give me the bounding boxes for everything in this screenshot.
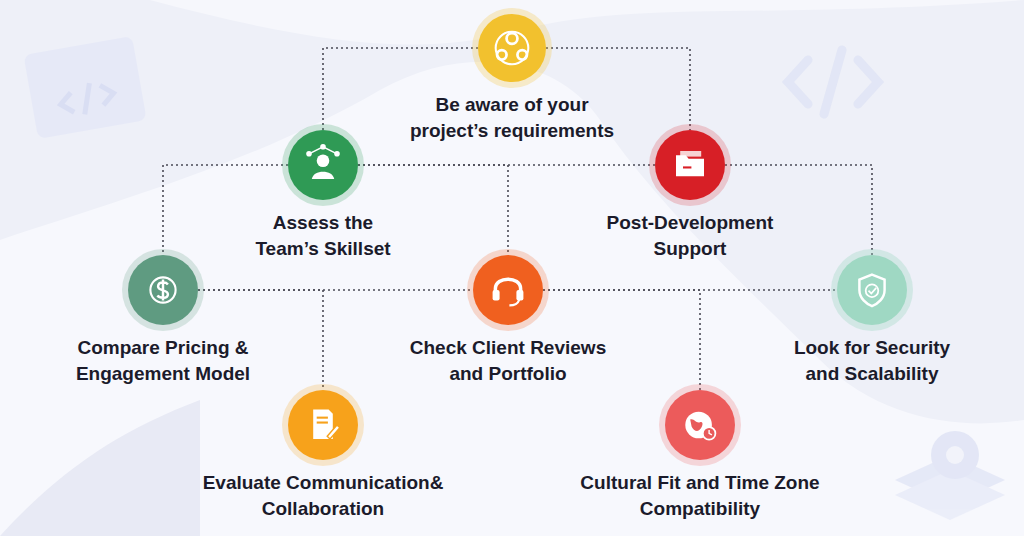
icon-circle-node: Look for Security and Scalability [837, 255, 907, 325]
icon-circle-node: Cultural Fit and Time Zone Compatibility [665, 390, 735, 460]
background-blob [0, 62, 1024, 536]
node-label: Evaluate Communication& Collaboration [181, 470, 466, 521]
node-label: Cultural Fit and Time Zone Compatibility [560, 470, 840, 521]
dotted-connector [546, 48, 690, 130]
node-icon [288, 390, 358, 460]
node-icon [665, 390, 735, 460]
node-label: Check Client Reviews and Portfolio [396, 335, 621, 386]
icon-circle-node: Evaluate Communication& Collaboration [288, 390, 358, 460]
node-icon [473, 255, 543, 325]
icon-circle-node: Post-Development Support [655, 130, 725, 200]
dotted-connector [358, 164, 655, 166]
node-label: Look for Security and Scalability [782, 335, 962, 386]
icon-circle-node: Compare Pricing & Engagement Model [128, 255, 198, 325]
icon-circle-node: Check Client Reviews and Portfolio [473, 255, 543, 325]
code-window-icon [24, 36, 147, 139]
background-blob [0, 400, 200, 536]
node-label: Assess the Team’s Skillset [247, 210, 399, 261]
dotted-connector [725, 165, 872, 255]
node-label: Post-Development Support [590, 210, 790, 261]
node-icon [288, 130, 358, 200]
icon-circle-node: Assess the Team’s Skillset [288, 130, 358, 200]
node-label: Be aware of your project’s requirements [405, 92, 620, 143]
node-label: Compare Pricing & Engagement Model [58, 335, 268, 386]
background-blob [150, 0, 1024, 44]
dotted-connector [323, 48, 478, 130]
code-brackets-icon [788, 50, 878, 114]
node-icon [478, 14, 546, 82]
gear-stack-icon [895, 431, 1005, 520]
node-icon [655, 130, 725, 200]
icon-circle-node: Be aware of your project’s requirements [478, 14, 546, 82]
node-icon [837, 255, 907, 325]
node-icon [128, 255, 198, 325]
